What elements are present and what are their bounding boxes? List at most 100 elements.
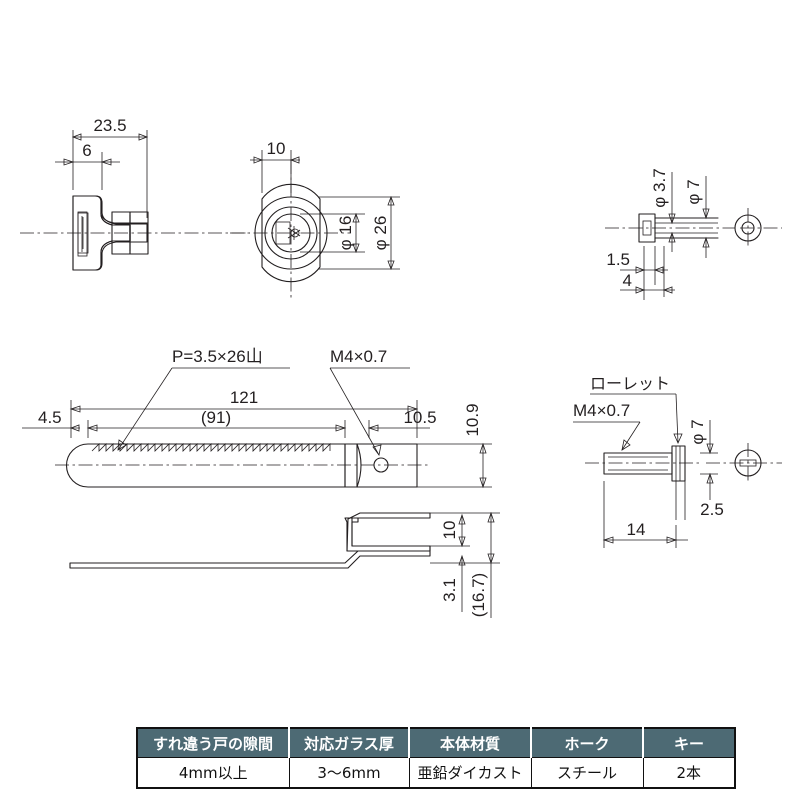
screw-head — [638, 213, 656, 243]
m4-leader-line — [329, 367, 380, 456]
bracket-view-group: 10 3.1 (16.7) — [69, 511, 500, 618]
front-view-key-pin — [290, 228, 300, 238]
front-view-outer-circle — [254, 196, 328, 270]
dim-4-arrow-r — [662, 286, 673, 294]
front-view-keyway — [275, 221, 291, 245]
front-view-outer-body — [261, 183, 321, 283]
dim-10-5-label: 10.5 — [403, 408, 436, 427]
dim-23-5-label: 23.5 — [93, 116, 126, 135]
dim-91-arrow-r — [335, 424, 347, 432]
screw-head-slot — [642, 220, 652, 236]
spec-cell-fork: スチール — [531, 757, 644, 788]
dim-121-arrow-l — [69, 405, 81, 413]
dim-14-arrow-r — [666, 536, 678, 544]
side-view-keyway-slot — [77, 211, 88, 257]
phi26-arrow-b — [387, 260, 395, 271]
bracket-blade — [69, 550, 431, 569]
dim-4-label: 4 — [623, 271, 632, 290]
phi7-arrow-top — [702, 208, 710, 220]
spec-header-door-gap: すれ違う戸の隙間 — [137, 728, 290, 758]
dim-121-label: 121 — [230, 388, 258, 407]
knurl-shank — [603, 452, 673, 475]
spec-header-body-mat: 本体材質 — [409, 728, 532, 758]
phi26-label: φ 26 — [371, 216, 390, 251]
dim-1-5-label: 1.5 — [606, 250, 630, 269]
rod-end-block — [344, 443, 418, 488]
phi26-arrow-t — [387, 195, 395, 206]
dim-23-5-arrow-l — [71, 133, 82, 141]
phi7-label: φ 7 — [684, 179, 703, 204]
dim-91-arrow-l — [86, 424, 98, 432]
pitch-label: P=3.5×26山 — [172, 347, 263, 366]
knurl-label: ローレット — [590, 374, 670, 393]
dim-6-label: 6 — [82, 141, 91, 160]
dim-10-arrow-l — [253, 156, 264, 164]
knurl-label-leader — [675, 393, 679, 444]
knurl-label-arrow — [673, 433, 683, 444]
dim-23-5-arrow-r — [138, 133, 149, 141]
dim-10-arrow-r — [289, 156, 300, 164]
m4-leader-arrow — [372, 444, 382, 456]
dim-10-9-arrow-b — [479, 477, 487, 489]
dim-2-5-label: 2.5 — [700, 500, 724, 519]
dim-1-5-arrow-r — [653, 266, 664, 274]
dim-3-1-arrow-t — [458, 554, 466, 566]
dim-16-7-arrow-b — [487, 553, 495, 565]
side-view-group: 23.5 6 — [20, 116, 250, 271]
rod-thread-teeth — [91, 443, 331, 452]
dim-10b-arrow-t — [458, 513, 466, 525]
dim-4-arrow-l — [635, 286, 646, 294]
spec-cell-glass-thk: 3～6mm — [289, 757, 410, 788]
phi16-label: φ 16 — [336, 216, 355, 251]
dim-16-7-arrow-t — [487, 511, 495, 523]
dim-10b-label: 10 — [440, 521, 459, 540]
phi37-arrow-top — [668, 213, 676, 225]
dim-6-arrow-r — [100, 158, 112, 166]
dim-10-9-label: 10.9 — [463, 403, 482, 436]
dim-10-label: 10 — [267, 139, 286, 158]
dim-3-1-label: 3.1 — [440, 578, 459, 602]
pitch-leader-arrow — [117, 439, 127, 451]
knurl-endview-slot — [739, 459, 757, 467]
phi37-label: φ 3.7 — [650, 168, 669, 207]
spec-header-key: キー — [643, 728, 735, 758]
front-view-key-shape — [287, 226, 301, 240]
front-view-group: 10 φ 16 φ 26 — [230, 139, 400, 300]
bracket-fork-upper — [346, 512, 431, 552]
spec-table: すれ違う戸の隙間 対応ガラス厚 本体材質 ホーク キー 4mm以上 3～6mm … — [136, 727, 736, 789]
spec-table-row: 4mm以上 3～6mm 亜鉛ダイカスト スチール 2本 — [137, 757, 735, 788]
dim-6-arrow-l — [63, 158, 75, 166]
dim-4-5-arrow — [69, 424, 80, 432]
side-view-slot — [77, 212, 89, 254]
screw-detail-group: φ 3.7 φ 7 1.5 4 — [605, 168, 782, 300]
front-view-dia26 — [264, 206, 318, 260]
rod-view-group: P=3.5×26山 M4×0.7 121 (91) 4.5 — [22, 347, 492, 489]
knurl-m4-leader — [621, 421, 641, 451]
dim-14-arrow-l — [602, 536, 614, 544]
knurl-m4-arrow — [621, 439, 631, 451]
rod-thread-hole — [373, 457, 389, 473]
knurl-screw-group: ローレット M4×0.7 φ 7 2.5 14 — [573, 374, 782, 548]
spec-header-glass-thk: 対応ガラス厚 — [289, 728, 410, 758]
dim-91-label: (91) — [201, 408, 231, 427]
side-view-profile — [72, 195, 148, 271]
knurl-phi7-label: φ 7 — [688, 419, 707, 444]
spec-cell-door-gap: 4mm以上 — [137, 757, 290, 788]
dim-1-5-arrow-l — [635, 266, 646, 274]
dim-10b-arrow-b — [458, 536, 466, 548]
knurl-phi7-arrow-b — [706, 472, 714, 484]
spec-cell-body-mat: 亜鉛ダイカスト — [409, 757, 532, 788]
knurl-head — [671, 445, 686, 482]
spec-table-header-row: すれ違う戸の隙間 対応ガラス厚 本体材質 ホーク キー — [137, 728, 735, 758]
m4-label: M4×0.7 — [330, 347, 387, 366]
spec-header-fork: ホーク — [531, 728, 644, 758]
dim-14-label: 14 — [627, 520, 646, 539]
dim-10-5-arrow — [367, 424, 379, 432]
dim-121-arrow-r — [407, 405, 419, 413]
front-view-dia16 — [271, 213, 311, 253]
dim-4-5-label: 4.5 — [38, 408, 62, 427]
phi16-arrow-t — [352, 212, 360, 223]
knurl-phi7-arrow-t — [706, 443, 714, 455]
